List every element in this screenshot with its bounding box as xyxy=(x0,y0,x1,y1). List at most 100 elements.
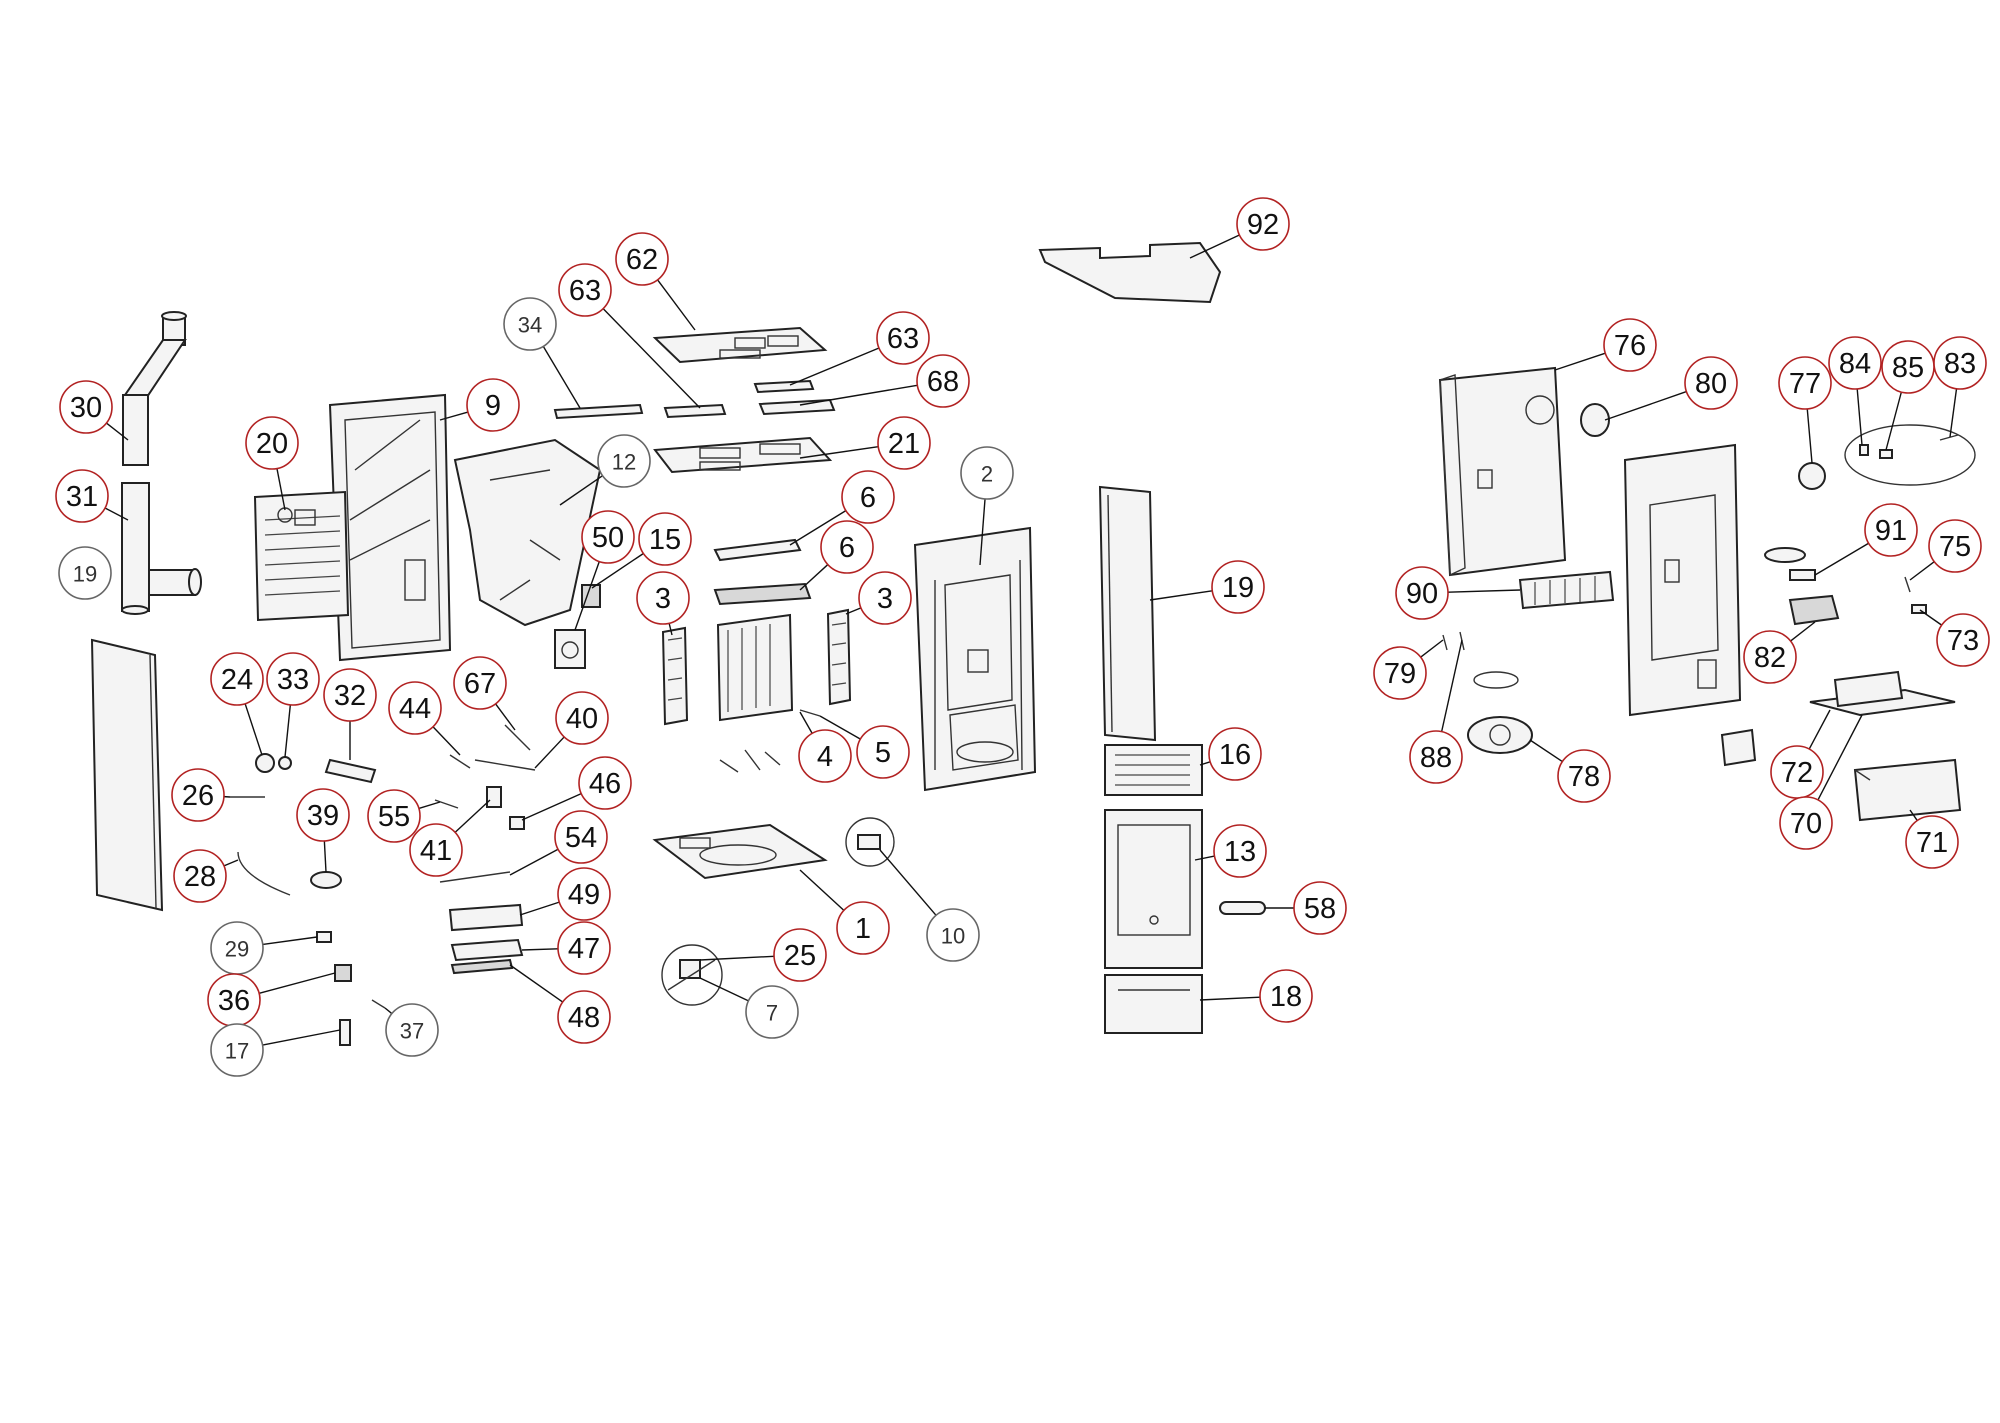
callout-label: 84 xyxy=(1839,348,1871,380)
callout-92: 92 xyxy=(1236,197,1290,251)
callout-label: 3 xyxy=(655,583,671,615)
callout-76: 76 xyxy=(1603,318,1657,372)
callout-label: 5 xyxy=(875,737,891,769)
callout-3: 3 xyxy=(636,571,690,625)
part-47 xyxy=(450,938,524,962)
callout-label: 91 xyxy=(1875,515,1907,547)
callout-circle xyxy=(1933,336,1987,390)
callout-circle xyxy=(1293,881,1347,935)
callout-label: 49 xyxy=(568,879,600,911)
callout-circle xyxy=(1373,646,1427,700)
callout-46: 46 xyxy=(578,756,632,810)
callout-73: 73 xyxy=(1936,613,1990,667)
leader-line xyxy=(789,347,880,386)
callout-62: 62 xyxy=(615,232,669,286)
callout-circle xyxy=(210,652,264,706)
leader-line xyxy=(542,345,581,409)
callout-label: 3 xyxy=(877,583,893,615)
callout-label: 31 xyxy=(66,481,98,513)
callout-circle xyxy=(1236,197,1290,251)
leader-line xyxy=(106,422,129,441)
callout-label: 70 xyxy=(1790,808,1822,840)
callout-circle xyxy=(55,469,109,523)
callout-58: 58 xyxy=(1293,881,1347,935)
leader-line xyxy=(1447,589,1521,593)
callout-label: 47 xyxy=(568,933,600,965)
part-ashpan-71 xyxy=(1853,758,1962,822)
leader-line xyxy=(262,1029,341,1046)
callout-72: 72 xyxy=(1770,745,1824,799)
leader-line xyxy=(799,711,813,734)
callout-circle xyxy=(466,378,520,432)
leader-lines xyxy=(104,234,1958,1046)
part-plate-21 xyxy=(653,436,833,474)
callout-26: 26 xyxy=(171,768,225,822)
callout-label: 13 xyxy=(1224,836,1256,868)
callout-circle xyxy=(388,681,442,735)
callout-circle xyxy=(554,810,608,864)
callout-63: 63 xyxy=(876,311,930,365)
part-48 xyxy=(450,958,514,975)
callout-circle xyxy=(266,652,320,706)
leader-line xyxy=(1814,542,1869,576)
leader-line xyxy=(789,510,847,546)
callout-90: 90 xyxy=(1395,566,1449,620)
callout-label: 9 xyxy=(485,390,501,422)
part-5 xyxy=(799,709,821,717)
leader-line xyxy=(799,564,829,591)
callout-circle xyxy=(1743,630,1797,684)
callout-78: 78 xyxy=(1557,749,1611,803)
callout-circle xyxy=(1208,727,1262,781)
callout-54: 54 xyxy=(554,810,608,864)
callout-circle xyxy=(858,571,912,625)
part-side-brick-3-left xyxy=(661,626,689,726)
callout-circle xyxy=(1864,503,1918,557)
part-screws-base xyxy=(719,749,781,773)
callout-37: 37 xyxy=(385,1003,439,1057)
callout-label: 10 xyxy=(941,924,965,949)
part-49 xyxy=(448,903,524,932)
callout-label: 6 xyxy=(860,482,876,514)
callout-circle xyxy=(1936,613,1990,667)
part-grille-16 xyxy=(1104,744,1203,796)
callout-91: 91 xyxy=(1864,503,1918,557)
callout-30: 30 xyxy=(59,380,113,434)
leader-line xyxy=(591,552,644,589)
leader-line xyxy=(509,848,559,876)
part-75 xyxy=(1904,576,1911,593)
callout-label: 18 xyxy=(1270,981,1302,1013)
callout-label: 17 xyxy=(225,1039,249,1064)
callout-label: 26 xyxy=(182,780,214,812)
callout-9: 9 xyxy=(466,378,520,432)
callout-label: 39 xyxy=(307,800,339,832)
callout-44: 44 xyxy=(388,681,442,735)
callout-36: 36 xyxy=(207,973,261,1027)
part-40 xyxy=(474,759,536,771)
callout-label: 41 xyxy=(420,835,452,867)
callout-circle xyxy=(773,928,827,982)
callout-circle xyxy=(856,725,910,779)
callout-18: 18 xyxy=(1259,969,1313,1023)
callout-circle xyxy=(820,520,874,574)
callout-circle xyxy=(1409,730,1463,784)
callout-24: 24 xyxy=(210,652,264,706)
leader-line xyxy=(1199,761,1211,766)
callout-83: 83 xyxy=(1933,336,1987,390)
leader-line xyxy=(574,561,600,631)
callout-label: 54 xyxy=(565,822,597,854)
leader-line xyxy=(1194,855,1215,861)
leader-line xyxy=(979,498,986,566)
callout-label: 92 xyxy=(1247,209,1279,241)
callout-label: 34 xyxy=(518,313,542,338)
callout-4: 4 xyxy=(798,729,852,783)
callout-circle xyxy=(916,354,970,408)
callout-circle xyxy=(578,756,632,810)
leader-line xyxy=(1909,809,1918,821)
part-side-brick-3-right xyxy=(826,608,852,706)
leader-line xyxy=(699,955,775,961)
part-39 xyxy=(310,871,342,889)
leader-line xyxy=(1420,639,1444,658)
part-plate-small xyxy=(1720,728,1757,767)
callout-label: 62 xyxy=(626,244,658,276)
part-base-plate-1 xyxy=(652,823,828,880)
